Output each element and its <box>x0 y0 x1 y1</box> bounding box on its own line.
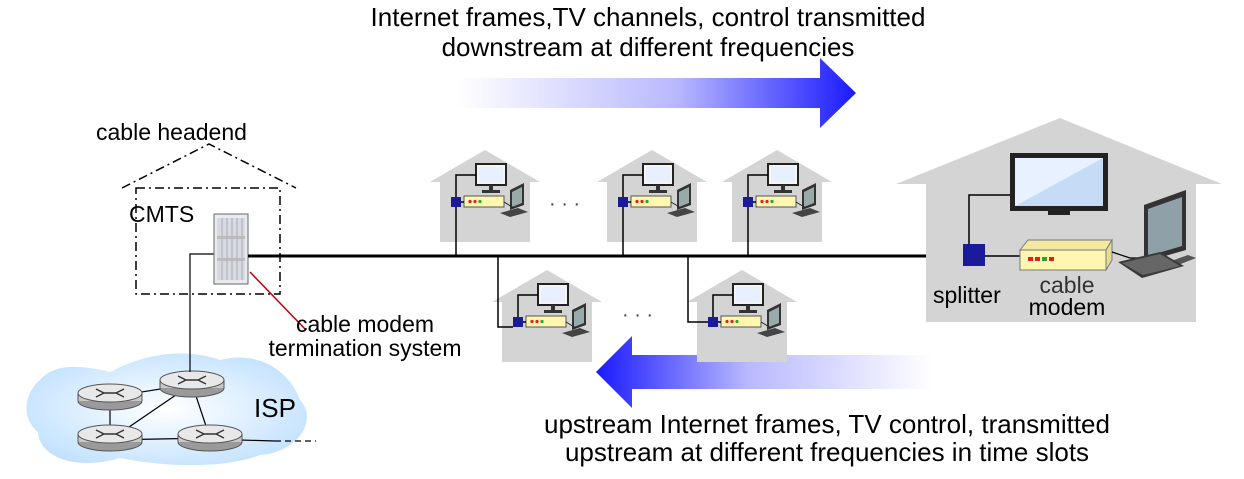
splitter-label: splitter <box>933 282 1001 308</box>
upstream-arrow <box>596 336 932 408</box>
downstream-caption-line1: Internet frames,TV channels, control tra… <box>370 2 926 32</box>
modem-label-line1: cable <box>1039 272 1095 298</box>
subscriber-house-lower-1 <box>491 256 603 363</box>
isp-router-icon <box>177 424 243 452</box>
cable-headend-label: cable headend <box>96 119 247 145</box>
computer-icon <box>1118 190 1196 278</box>
subscriber-house-upper-1 <box>429 149 541 256</box>
isp-label: ISP <box>254 393 296 423</box>
subscriber-house-lower-2 <box>686 256 798 363</box>
ellipsis-upper: · · · <box>549 193 581 215</box>
upstream-caption-line2: upstream at different frequencies in tim… <box>564 437 1090 467</box>
isp-cmts-link <box>189 253 214 372</box>
tv-icon <box>1010 153 1108 215</box>
cmts-pointer-line <box>249 271 307 331</box>
downstream-caption-line2: downstream at different frequencies <box>441 32 855 62</box>
cmts-label: CMTS <box>129 201 195 227</box>
cmts-caption-line1: cable modem <box>295 311 435 337</box>
cable-modem-icon <box>1018 238 1113 272</box>
upstream-caption-line1: upstream Internet frames, TV control, tr… <box>544 409 1110 439</box>
downstream-arrow <box>458 58 856 128</box>
cmts-caption-line2: termination system <box>268 335 462 361</box>
subscriber-house-upper-2 <box>596 149 708 256</box>
cable-headend-house <box>121 143 297 295</box>
isp-router-icon <box>77 383 143 411</box>
modem-label-line2: modem <box>1028 294 1106 320</box>
subscriber-house-upper-3 <box>721 149 833 256</box>
splitter-icon <box>963 244 985 266</box>
cmts-rack-icon <box>213 213 249 285</box>
isp-router-icon <box>159 370 225 398</box>
isp-router-icon <box>77 424 143 452</box>
ellipsis-lower: · · · <box>622 304 654 326</box>
tv-cable <box>968 194 1010 246</box>
